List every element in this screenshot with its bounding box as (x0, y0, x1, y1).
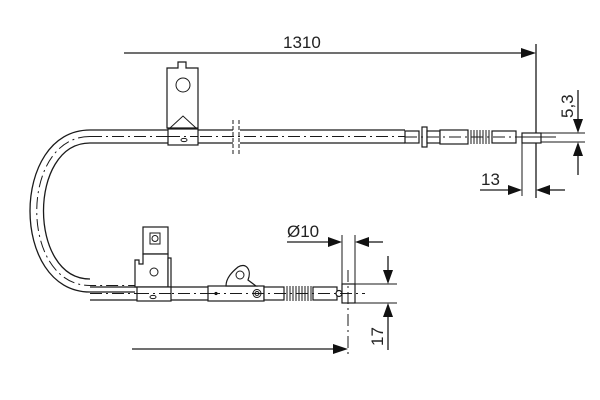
dimension-lower-offset: 17 (355, 256, 397, 350)
dimension-nipple-diameter: Ø10 (287, 222, 383, 284)
lower-end-fitting (207, 264, 365, 355)
dimension-lower-reference (132, 344, 348, 354)
cable-loop (29, 129, 135, 293)
dimension-13-label: 13 (481, 170, 500, 189)
upper-cable (90, 120, 405, 154)
dimension-end-length: 13 (480, 137, 565, 196)
dimension-overall-length: 1310 (124, 33, 537, 198)
lower-mounting-bracket (134, 226, 172, 302)
dimension-diameter-label: Ø10 (287, 222, 319, 241)
dimension-pin-offset: 5,3 (541, 90, 585, 175)
dimension-1310-label: 1310 (283, 33, 321, 52)
dimension-17-label: 17 (368, 327, 387, 346)
upper-end-fitting (404, 126, 556, 148)
dimension-5-3-label: 5,3 (558, 94, 577, 118)
upper-mounting-bracket (166, 61, 199, 146)
